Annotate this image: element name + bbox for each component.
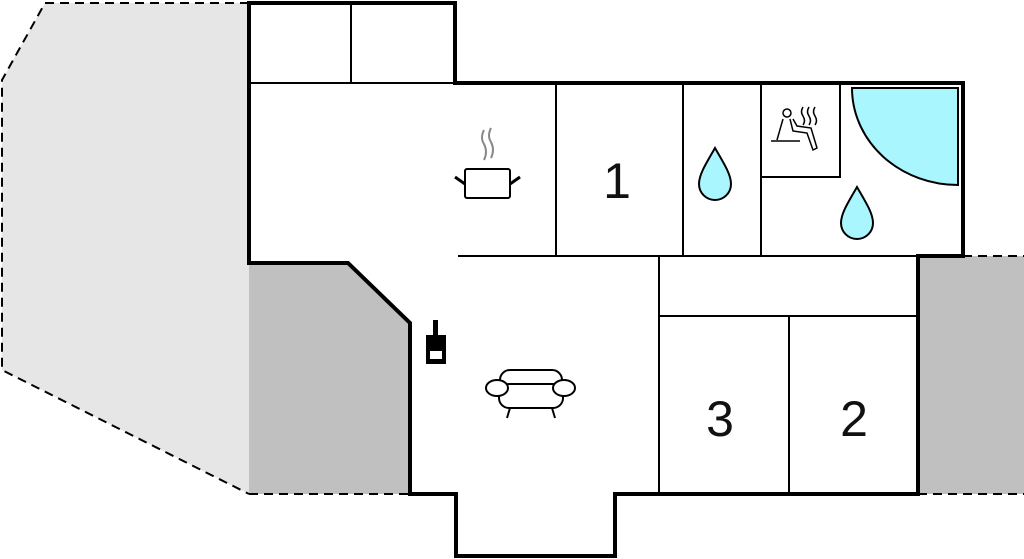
covered-terrace-right [918, 256, 1024, 494]
shower-water-drop-icon [839, 185, 875, 240]
inner-walls [249, 3, 918, 494]
terrace-dashed-edge [1, 1, 250, 495]
covered-terrace-left [249, 263, 410, 494]
terrace-area [2, 3, 249, 494]
room-label-3: 3 [706, 391, 734, 447]
room-label-1: 1 [603, 153, 631, 209]
fireplace-icon [426, 320, 446, 364]
sofa-icon [485, 369, 576, 419]
room-label-2: 2 [840, 391, 868, 447]
kitchen-pot-icon [454, 127, 521, 199]
sauna-icon [771, 106, 818, 152]
shower-tray [850, 87, 959, 187]
water-drop-icon [697, 146, 733, 201]
